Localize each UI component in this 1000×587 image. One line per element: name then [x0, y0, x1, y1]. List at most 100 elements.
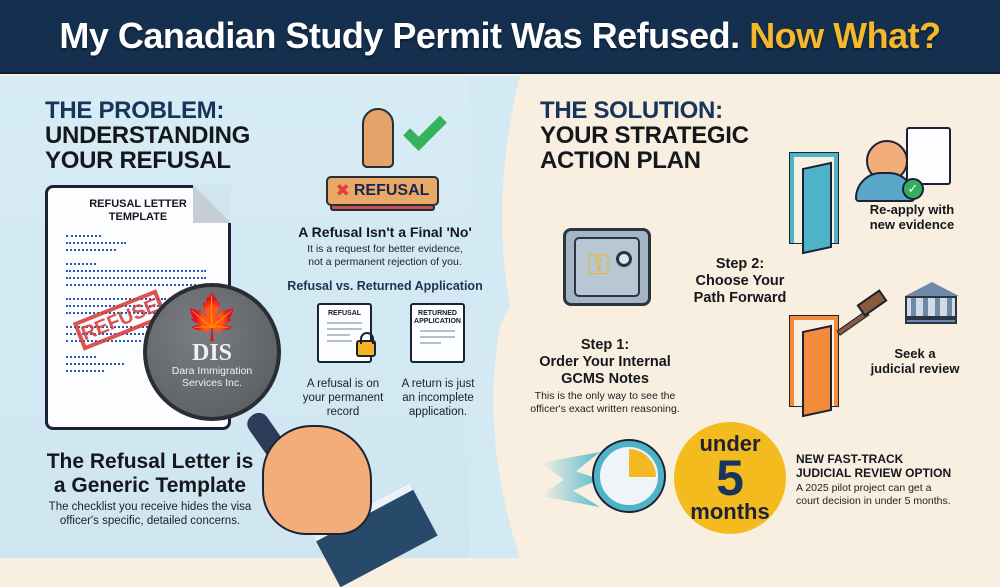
door-leaf	[802, 161, 832, 255]
review-line2: judicial review	[870, 361, 960, 376]
courthouse-icon	[905, 282, 959, 326]
maple-leaf-icon: 🍁	[184, 293, 240, 342]
rubber-stamp-icon: ✖ REFUSAL	[326, 176, 439, 206]
generic-body: The checklist you receive hides the visa…	[30, 500, 270, 528]
doc-line	[327, 328, 362, 330]
under-5-months-badge: under 5 months	[674, 422, 786, 534]
not-final-heading: A Refusal Isn't a Final 'No'	[298, 224, 472, 240]
generic-template-block: The Refusal Letter is a Generic Template…	[30, 450, 270, 528]
problem-title-line3: YOUR REFUSAL	[45, 147, 231, 174]
letter-title-line2: TEMPLATE	[108, 211, 168, 223]
logo-name-line2: Services Inc.	[181, 377, 243, 389]
courthouse-columns	[905, 296, 957, 318]
letter-title: REFUSAL LETTER TEMPLATE	[48, 198, 228, 224]
red-x-icon: ✖	[335, 181, 350, 200]
refusal-caption-line1: A refusal is on	[306, 378, 380, 390]
page-header: My Canadian Study Permit Was Refused. No…	[0, 0, 1000, 74]
safe-door: ⚿	[574, 237, 640, 297]
padlock-icon	[356, 332, 376, 357]
generic-heading-line1: The Refusal Letter is	[46, 450, 254, 473]
door-leaf	[802, 324, 832, 418]
key-icon: ⚿	[588, 249, 610, 280]
open-door-orange-icon	[790, 316, 838, 418]
text-line	[66, 298, 166, 301]
step2-block: Step 2: Choose Your Path Forward	[680, 256, 800, 307]
text-line	[66, 270, 206, 273]
step1-body-line1: This is the only way to see the	[534, 390, 676, 402]
logo-company-name: Dara Immigration Services Inc.	[172, 365, 253, 389]
returned-doc-label: RETURNED APPLICATION	[412, 310, 463, 326]
problem-title: THE PROBLEM: UNDERSTANDING YOUR REFUSAL	[45, 98, 250, 173]
refusal-doc-label: REFUSAL	[327, 310, 362, 317]
refusal-caption: A refusal is on your permanent record	[298, 377, 388, 419]
badge-prefix: under	[699, 431, 761, 456]
doc-line	[420, 336, 455, 338]
solution-title-line3: ACTION PLAN	[540, 147, 701, 174]
review-line1: Seek a	[894, 346, 936, 361]
step1-body: This is the only way to see the officer'…	[520, 390, 690, 416]
returned-caption-line3: application.	[408, 406, 468, 418]
text-line	[66, 284, 196, 287]
returned-caption-line1: A return is just	[401, 378, 475, 390]
returned-application-icon: RETURNED APPLICATION	[410, 303, 465, 363]
text-line	[66, 356, 96, 359]
not-final-body: It is a request for better evidence, not…	[270, 243, 500, 269]
stopwatch-icon	[594, 441, 664, 511]
stopwatch-progress-wedge	[629, 449, 656, 477]
page-title: My Canadian Study Permit Was Refused. No…	[59, 15, 941, 57]
text-line	[66, 326, 176, 329]
reapply-line1: Re-apply with	[869, 202, 955, 217]
problem-title-line2: UNDERSTANDING	[45, 122, 250, 149]
generic-heading-line2: a Generic Template	[53, 474, 247, 497]
stamp-label: REFUSAL	[353, 182, 430, 199]
returned-caption: A return is just an incomplete applicati…	[393, 377, 483, 419]
courthouse-base	[905, 318, 957, 324]
fast-track-heading-line1: NEW FAST-TRACK	[796, 452, 904, 466]
step2-title-line1: Choose Your	[695, 273, 785, 289]
solution-title-line1: THE SOLUTION:	[540, 97, 723, 124]
step2-label: Step 2:	[715, 256, 765, 272]
fast-track-heading-line2: JUDICIAL REVIEW OPTION	[796, 466, 952, 480]
rubber-stamp-handle	[362, 108, 394, 168]
step1-title-line2: GCMS Notes	[561, 371, 649, 387]
generic-heading: The Refusal Letter is a Generic Template	[30, 450, 270, 498]
open-door-blue-icon	[790, 153, 838, 255]
returned-doc-label-line2: APPLICATION	[414, 318, 461, 325]
text-line	[66, 340, 141, 343]
title-main: My Canadian Study Permit Was Refused.	[59, 15, 740, 56]
step2-title-line2: Path Forward	[693, 290, 787, 306]
check-circle-icon: ✓	[902, 178, 924, 200]
safe-icon: ⚿	[563, 228, 651, 306]
reapply-line2: new evidence	[869, 217, 955, 232]
doc-line	[327, 322, 362, 324]
fast-track-heading: NEW FAST-TRACK JUDICIAL REVIEW OPTION	[796, 452, 996, 480]
generic-body-line2: officer's specific, detailed concerns.	[59, 515, 241, 527]
solution-title-line2: YOUR STRATEGIC	[540, 122, 749, 149]
step1-title-line1: Order Your Internal	[539, 354, 671, 370]
text-line	[66, 249, 116, 252]
step1-block: Step 1: Order Your Internal GCMS Notes T…	[520, 337, 690, 416]
judicial-review-option: Seek a judicial review	[860, 346, 970, 376]
text-line	[66, 333, 156, 336]
fast-track-body: A 2025 pilot project can get a court dec…	[796, 482, 996, 508]
page-fold	[193, 185, 231, 223]
returned-caption-line2: an incomplete	[402, 392, 474, 404]
step1-label: Step 1:	[580, 337, 630, 353]
rubber-stamp-foot	[330, 204, 435, 211]
title-accent: Now What?	[749, 15, 941, 56]
reapply-option: Re-apply with new evidence	[852, 202, 972, 232]
fast-track-body-line1: A 2025 pilot project can get a	[796, 482, 932, 494]
text-line	[66, 305, 166, 308]
panel-divider	[470, 76, 550, 558]
logo-name-line1: Dara Immigration	[171, 365, 253, 377]
not-final-block: A Refusal Isn't a Final 'No' It is a req…	[270, 224, 500, 294]
refusal-caption-line3: record	[326, 406, 360, 418]
step1-heading: Step 1: Order Your Internal GCMS Notes	[520, 337, 690, 388]
fast-track-body-line2: court decision in under 5 months.	[796, 495, 951, 507]
solution-title: THE SOLUTION: YOUR STRATEGIC ACTION PLAN	[540, 98, 749, 173]
step1-body-line2: officer's exact written reasoning.	[530, 403, 680, 415]
keyhole-icon	[616, 251, 632, 267]
text-line	[66, 370, 104, 373]
badge-suffix: months	[690, 499, 770, 524]
text-line	[66, 277, 206, 280]
